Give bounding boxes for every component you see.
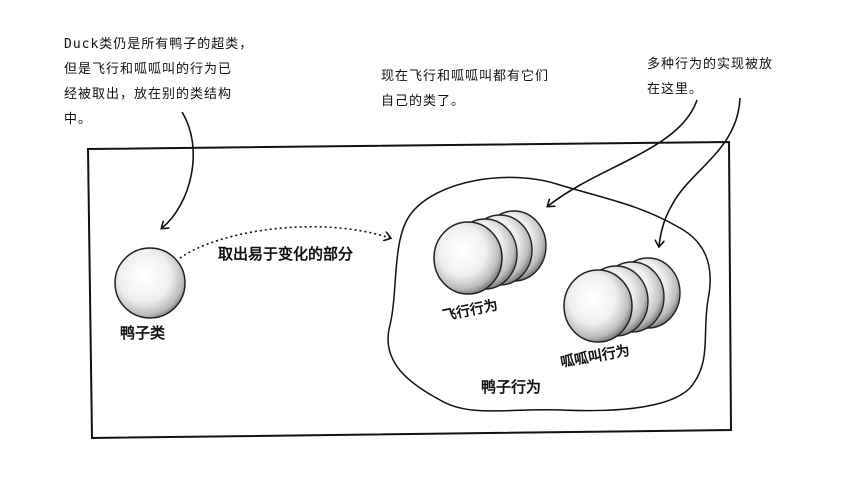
duck-behaviors-label: 鸭子行为 [481, 376, 541, 397]
behaviors-here-note: 多种行为的实现被放 在这里。 [647, 52, 773, 102]
own-class-arrow [548, 100, 697, 206]
extract-label: 取出易于变化的部分 [218, 243, 353, 264]
fly-behavior-stack [434, 211, 546, 294]
duck-class-label: 鸭子类 [120, 322, 165, 343]
duck-superclass-note: Duck类仍是所有鸭子的超类， 但是飞行和呱呱叫的行为已 经被取出，放在别的类结… [64, 32, 253, 132]
duck-class-circle [115, 248, 185, 318]
quack-behavior-stack [564, 258, 680, 342]
own-class-note: 现在飞行和呱呱叫都有它们 自己的类了。 [381, 64, 549, 114]
